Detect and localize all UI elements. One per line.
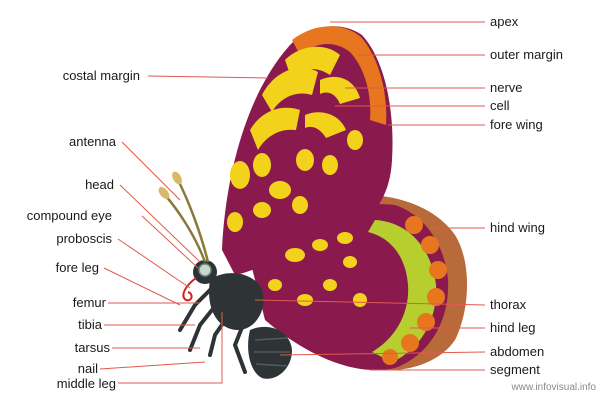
label-middle-leg: middle leg bbox=[57, 377, 116, 391]
label-proboscis: proboscis bbox=[56, 232, 112, 246]
label-thorax: thorax bbox=[490, 298, 526, 312]
proboscis bbox=[183, 278, 196, 300]
label-hind-leg: hind leg bbox=[490, 321, 536, 335]
label-antenna: antenna bbox=[69, 135, 116, 149]
label-hind-wing: hind wing bbox=[490, 221, 545, 235]
label-segment: segment bbox=[490, 363, 540, 377]
label-tarsus: tarsus bbox=[75, 341, 110, 355]
label-nerve: nerve bbox=[490, 81, 523, 95]
label-tibia: tibia bbox=[78, 318, 102, 332]
label-femur: femur bbox=[73, 296, 106, 310]
label-apex: apex bbox=[490, 15, 518, 29]
label-nail: nail bbox=[78, 362, 98, 376]
compound-eye bbox=[199, 264, 211, 276]
label-cell: cell bbox=[490, 99, 510, 113]
label-compound-eye: compound eye bbox=[27, 209, 112, 223]
label-outer-margin: outer margin bbox=[490, 48, 563, 62]
label-abdomen: abdomen bbox=[490, 345, 544, 359]
label-fore-wing: fore wing bbox=[490, 118, 543, 132]
label-costal-margin: costal margin bbox=[63, 69, 140, 83]
label-fore-leg: fore leg bbox=[56, 261, 99, 275]
label-head: head bbox=[85, 178, 114, 192]
watermark: www.infovisual.info bbox=[512, 382, 596, 393]
